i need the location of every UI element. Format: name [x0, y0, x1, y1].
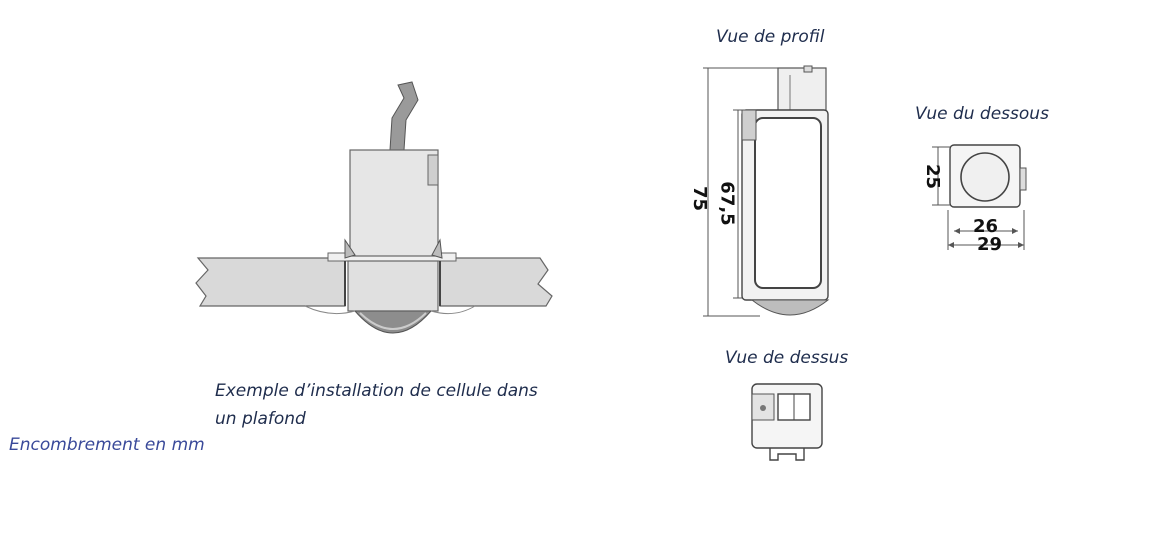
dim-body-height: 67,5: [716, 181, 738, 226]
ceiling-slab-right: [439, 257, 553, 307]
sensor-body-in-hole: [347, 260, 439, 312]
sensor-body: [349, 149, 439, 257]
bottom-view-title: Vue du dessous: [915, 104, 1049, 124]
clip-left: [344, 238, 356, 259]
example-caption-line1: Exemple d’installation de cellule dans: [215, 381, 538, 401]
bottom-lens: [960, 152, 1010, 202]
clip-right: [431, 238, 443, 259]
dim-bottom-outer-width: 29: [977, 234, 1003, 255]
dim-bottom-inner-width: 26: [973, 216, 999, 237]
example-caption-line2: un plafond: [215, 409, 306, 429]
top-clip: [769, 448, 805, 461]
dim-bottom-height: 25: [922, 163, 944, 190]
side-dome: [750, 299, 830, 316]
dimensions-unit-note: Encombrement en mm: [9, 435, 205, 455]
top-view-title: Vue de dessus: [725, 348, 849, 368]
sensor-dome: [353, 310, 433, 334]
dim-total-height: 75: [689, 185, 711, 212]
side-view-title: Vue de profil: [716, 27, 825, 47]
sensor-body-side: [427, 154, 439, 186]
